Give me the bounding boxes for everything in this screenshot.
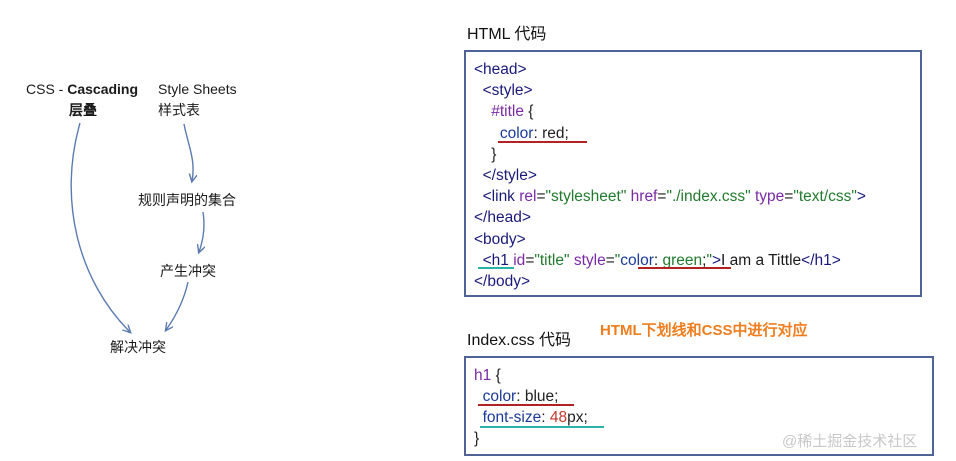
- style-sheets-label: Style Sheets: [158, 81, 237, 97]
- css-section-title: Index.css 代码: [467, 332, 572, 349]
- cascading-word: Cascading: [67, 81, 139, 97]
- code-line: </head>: [474, 209, 531, 227]
- code-line: }: [474, 430, 480, 447]
- css-prefix: CSS -: [26, 81, 68, 97]
- resolve-label: 解决冲突: [110, 339, 166, 355]
- mapping-note: HTML下划线和CSS中进行对应: [600, 322, 808, 339]
- html-code-box: <head> <style> #title { color: red; } </…: [464, 50, 922, 297]
- layered-label: 层叠: [69, 102, 97, 118]
- html-section-title: HTML 代码: [467, 26, 547, 43]
- code-line: color: red;: [499, 124, 569, 142]
- code-line: }: [491, 145, 497, 163]
- arrow-layered-to-resolve: [70, 122, 130, 332]
- arrow-ruleset-to-conflict: [199, 211, 204, 252]
- code-line: #title {: [491, 103, 534, 121]
- code-line: h1 {: [474, 367, 501, 384]
- code-line: <style>: [482, 82, 533, 100]
- code-line: <head>: [474, 61, 527, 78]
- code-line: color: blue;: [482, 388, 559, 405]
- arrow-conflict-to-resolve: [166, 281, 189, 330]
- watermark-text: @稀土掘金技术社区: [782, 433, 918, 450]
- code-line: <h1 id="title" style="color: green;">I a…: [482, 251, 841, 269]
- code-line: <link rel="stylesheet" href="./index.css…: [482, 188, 866, 206]
- rule-set-label: 规则声明的集合: [138, 192, 236, 208]
- underline-red-color-green: [638, 267, 731, 269]
- underline-red-color-red: [498, 141, 587, 143]
- code-line: </body>: [474, 272, 531, 290]
- code-line: </style>: [482, 166, 537, 184]
- css-label: CSS - Cascading: [26, 81, 138, 97]
- stylesheet-cn-label: 样式表: [158, 102, 200, 118]
- underline-red-color-blue: [478, 404, 574, 406]
- underline-teal-font-size: [480, 426, 604, 428]
- underline-teal-h1: [478, 267, 514, 269]
- code-line: <body>: [474, 230, 526, 248]
- conflict-label: 产生冲突: [160, 263, 216, 279]
- arrow-stylesheet-to-ruleset: [183, 123, 193, 181]
- css-code-box: h1 { color: blue; font-size: 48px; }: [464, 356, 934, 456]
- code-line: font-size: 48px;: [482, 409, 588, 426]
